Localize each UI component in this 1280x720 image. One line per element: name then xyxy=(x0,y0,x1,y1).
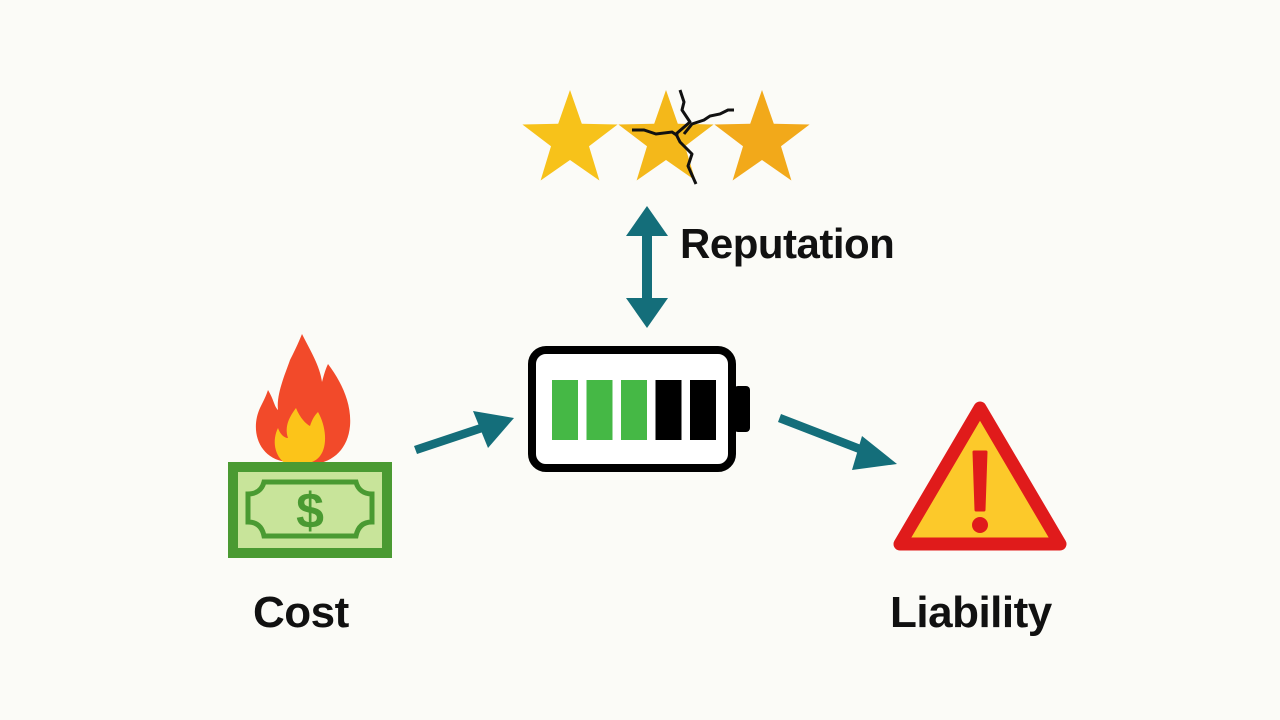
crack-line xyxy=(632,128,679,138)
warning-triangle-icon xyxy=(893,401,1067,551)
star-rating xyxy=(522,89,810,185)
arrow-shaft xyxy=(642,234,652,300)
burning-money-icon: $ xyxy=(228,334,392,558)
battery-cell-filled xyxy=(586,380,613,440)
star-icon xyxy=(618,90,714,181)
crack-line xyxy=(682,108,734,135)
battery-cell-empty xyxy=(690,380,716,440)
star-icon xyxy=(522,90,618,181)
cost-label: Cost xyxy=(253,588,349,637)
star-icon xyxy=(714,90,810,181)
battery-icon xyxy=(528,346,750,472)
battery-cell-filled xyxy=(621,380,647,440)
battery-cell-filled xyxy=(552,380,578,440)
reputation-two-way-arrow xyxy=(626,206,668,328)
arrow-cost-to-battery xyxy=(414,411,514,454)
exclamation-mark xyxy=(972,450,988,512)
arrow-up-head xyxy=(626,206,668,236)
reputation-label: Reputation xyxy=(680,220,895,267)
battery-cell-empty xyxy=(655,380,682,440)
battery-terminal xyxy=(734,386,750,432)
arrow-down-head xyxy=(626,298,668,328)
arrow-battery-to-liability xyxy=(778,414,897,470)
dollar-sign: $ xyxy=(296,483,324,539)
liability-label: Liability xyxy=(890,588,1052,637)
